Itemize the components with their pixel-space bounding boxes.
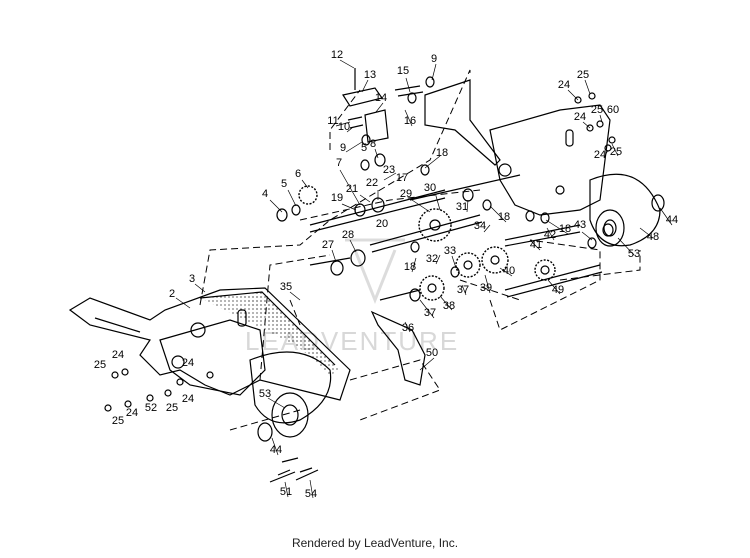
part-callout-18[interactable]: 18: [498, 211, 510, 223]
part-callout-2[interactable]: 2: [169, 288, 175, 300]
part-callout-12[interactable]: 12: [331, 49, 343, 61]
part-callout-25[interactable]: 25: [610, 146, 622, 158]
part-callout-24[interactable]: 24: [594, 149, 606, 161]
part-callout-24[interactable]: 24: [558, 79, 570, 91]
part-callout-41[interactable]: 41: [530, 239, 542, 251]
part-callout-23[interactable]: 23: [383, 164, 395, 176]
part-callout-44[interactable]: 44: [270, 444, 282, 456]
part-callout-50[interactable]: 50: [426, 347, 438, 359]
part-callout-60[interactable]: 60: [607, 104, 619, 116]
part-callout-8[interactable]: 8: [370, 138, 376, 150]
assembly-linework: [68, 59, 673, 499]
part-callout-27[interactable]: 27: [322, 239, 334, 251]
part-callout-24[interactable]: 24: [574, 111, 586, 123]
part-callout-33[interactable]: 33: [444, 245, 456, 257]
part-callout-35[interactable]: 35: [280, 281, 292, 293]
part-callout-39[interactable]: 39: [480, 282, 492, 294]
part-callout-38[interactable]: 38: [443, 300, 455, 312]
parts-diagram: LEADVENTURE: [68, 49, 678, 500]
part-callout-32[interactable]: 32: [426, 253, 438, 265]
part-callout-30[interactable]: 30: [424, 182, 436, 194]
part-callout-37[interactable]: 37: [424, 307, 436, 319]
part-callout-3[interactable]: 3: [189, 273, 195, 285]
part-callout-48[interactable]: 48: [647, 231, 659, 243]
part-callout-34[interactable]: 34: [474, 220, 486, 232]
part-callout-18[interactable]: 18: [436, 147, 448, 159]
part-callout-25[interactable]: 25: [94, 359, 106, 371]
part-callout-42[interactable]: 42: [544, 229, 556, 241]
part-callout-18[interactable]: 18: [559, 223, 571, 235]
part-callout-53[interactable]: 53: [259, 388, 271, 400]
part-callout-10[interactable]: 10: [338, 121, 350, 133]
part-callout-51[interactable]: 51: [280, 486, 292, 498]
part-callout-9[interactable]: 9: [431, 53, 437, 65]
part-callout-54[interactable]: 54: [305, 488, 317, 500]
part-callout-37[interactable]: 37: [457, 284, 469, 296]
part-callout-25[interactable]: 25: [591, 104, 603, 116]
part-callout-17[interactable]: 17: [396, 172, 408, 184]
part-callout-19[interactable]: 19: [331, 192, 343, 204]
part-callout-28[interactable]: 28: [342, 229, 354, 241]
part-callout-31[interactable]: 31: [456, 201, 468, 213]
part-callout-25[interactable]: 25: [112, 415, 124, 427]
part-callout-44[interactable]: 44: [666, 214, 678, 226]
part-callout-24[interactable]: 24: [182, 393, 194, 405]
part-callout-6[interactable]: 6: [295, 168, 301, 180]
part-callout-21[interactable]: 21: [346, 183, 358, 195]
part-callout-20[interactable]: 20: [376, 218, 388, 230]
part-callout-18[interactable]: 18: [404, 261, 416, 273]
part-callout-4[interactable]: 4: [262, 188, 268, 200]
part-callout-43[interactable]: 43: [574, 219, 586, 231]
part-callout-22[interactable]: 22: [366, 177, 378, 189]
part-callout-15[interactable]: 15: [397, 65, 409, 77]
part-callout-5[interactable]: 5: [361, 142, 367, 154]
part-callout-25[interactable]: 25: [166, 402, 178, 414]
part-callout-9[interactable]: 9: [340, 142, 346, 154]
part-callout-29[interactable]: 29: [400, 188, 412, 200]
part-callout-5[interactable]: 5: [281, 178, 287, 190]
part-callout-36[interactable]: 36: [402, 322, 414, 334]
part-callout-7[interactable]: 7: [336, 157, 342, 169]
part-callout-14[interactable]: 14: [375, 92, 387, 104]
part-callout-13[interactable]: 13: [364, 69, 376, 81]
part-callout-11[interactable]: 11: [327, 115, 338, 127]
part-callout-24[interactable]: 24: [182, 357, 194, 369]
part-callout-40[interactable]: 40: [503, 265, 515, 277]
part-callout-16[interactable]: 16: [404, 115, 416, 127]
part-callout-49[interactable]: 49: [552, 284, 564, 296]
part-callout-24[interactable]: 24: [112, 349, 124, 361]
part-callout-25[interactable]: 25: [577, 69, 589, 81]
part-callout-24[interactable]: 24: [126, 407, 138, 419]
footer-credit: Rendered by LeadVenture, Inc.: [291, 536, 459, 550]
part-callout-52[interactable]: 52: [145, 402, 157, 414]
part-callout-53[interactable]: 53: [628, 248, 640, 260]
